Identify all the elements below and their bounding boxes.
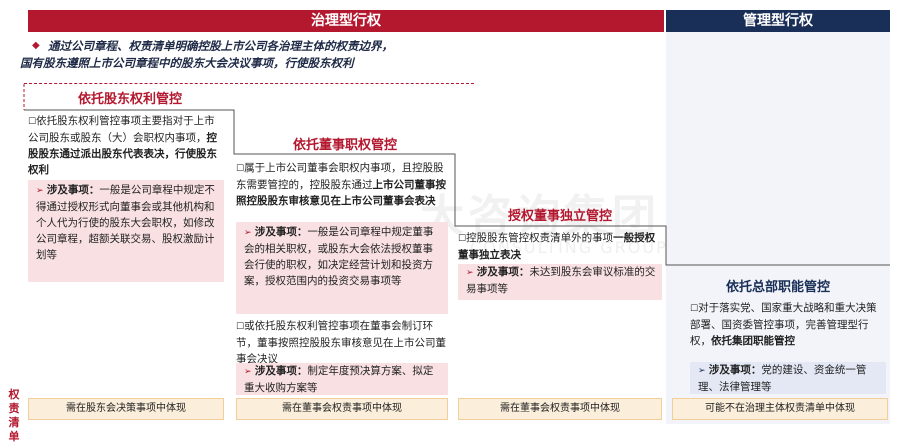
col4-items-text: 党的建设、资金统一管理、法律管理等 bbox=[698, 364, 867, 393]
col3-description: ☐控股股东管控权责清单外的事项一般授权董事独立表决 bbox=[458, 230, 662, 263]
checkbox-icon: ☐ bbox=[236, 322, 245, 332]
col2-items-1: ➢ 涉及事项：一般是公司章程中规定董事会的相关职权，或股东大会依法授权董事会行使… bbox=[236, 222, 448, 314]
col2-description-2-text: 或依托股东权利管控事项在董事会制订环节，董事按照控股股东审核意见在上市公司董事会… bbox=[236, 320, 446, 365]
col3-description-bold: 一般授权董事独立表决 bbox=[458, 232, 656, 261]
col2-items-2-text: 制定年度预决算方案、拟定重大收购方案等 bbox=[244, 365, 434, 394]
intro-underline bbox=[24, 74, 474, 84]
col3-footer: 需在董事会权责事项中体现 bbox=[458, 398, 662, 420]
col1-description-bold: 控股股东通过派出股东代表表决，行使股东权利 bbox=[28, 132, 217, 176]
col4-items-label: 涉及事项： bbox=[708, 364, 762, 376]
side-label: 权责清单 bbox=[8, 388, 20, 443]
arrow-icon: ➢ bbox=[36, 186, 44, 196]
diamond-icon: ◆ bbox=[32, 40, 40, 51]
col4-description: ☐对于落实党、国家重大战略和重大决策部署、国资委管控事项，完善管理型行权，依托集… bbox=[690, 300, 886, 349]
col3-title: 授权董事独立管控 bbox=[507, 209, 612, 224]
col2-title: 依托董事职权管控 bbox=[292, 138, 397, 153]
checkbox-icon: ☐ bbox=[236, 164, 245, 174]
arrow-icon: ➢ bbox=[244, 228, 252, 238]
col2-items-1-label: 涉及事项： bbox=[254, 226, 308, 238]
checkbox-icon: ☐ bbox=[690, 304, 699, 314]
intro-line-2: 国有股东遵照上市公司章程中的股东大会决议事项，行使股东权利 bbox=[20, 56, 354, 70]
col4-description-bold: 依托集团职能管控 bbox=[711, 335, 795, 347]
intro-text: 通过公司章程、权责清单明确控股上市公司各治理主体的权责边界， 国有股东遵照上市公… bbox=[20, 38, 468, 72]
col2-items-2: ➢ 涉及事项：制定年度预决算方案、拟定重大收购方案等 bbox=[236, 363, 448, 395]
governance-header: 治理型行权 bbox=[28, 10, 664, 32]
col1-description: ☐依托股东权利管控事项主要指对于上市公司股东或股东（大）会职权内事项，控股股东通… bbox=[28, 113, 224, 178]
checkbox-icon: ☐ bbox=[458, 234, 467, 244]
col1-description-text: 依托股东权利管控事项主要指对于上市公司股东或股东（大）会职权内事项， bbox=[28, 115, 215, 144]
watermark-english: CONSULTING GROUP bbox=[470, 238, 668, 257]
arrow-icon: ➢ bbox=[698, 366, 706, 376]
col2-items-1-text: 一般是公司章程中规定董事会的相关职权，或股东大会依法授权董事会行使的职权，如决定… bbox=[244, 226, 434, 287]
col2-description-1-bold: 上市公司董事按照控股股东审核意见在上市公司董事会表决 bbox=[236, 179, 446, 207]
watermark: 大咨询集团 bbox=[420, 191, 660, 242]
col3-items: ➢ 涉及事项：未达到股东会审议标准的交易事项等 bbox=[458, 264, 662, 300]
col2-items-2-label: 涉及事项： bbox=[254, 365, 308, 377]
col1-footer: 需在股东会决策事项中体现 bbox=[28, 398, 224, 420]
col4-description-text: 对于落实党、国家重大战略和重大决策部署、国资委管控事项，完善管理型行权， bbox=[690, 302, 877, 347]
col4-footer: 可能不在治理主体权责清单中体现 bbox=[672, 398, 888, 420]
checkbox-icon: ☐ bbox=[28, 117, 37, 127]
col3-items-label: 涉及事项： bbox=[476, 266, 530, 278]
staircase-divider bbox=[23, 84, 890, 266]
col1-items: ➢ 涉及事项：一般是公司章程中规定不得通过授权形式向董事会或其他机构和个人代为行… bbox=[28, 180, 224, 282]
col4-items: ➢ 涉及事项：党的建设、资金统一管理、法律管理等 bbox=[690, 362, 886, 394]
col2-description-1-text: 属于上市公司董事会职权内事项，且控股股东需要管控的，控股股东通过 bbox=[236, 162, 444, 191]
col1-items-label: 涉及事项： bbox=[46, 184, 100, 196]
intro-line-1: 通过公司章程、权责清单明确控股上市公司各治理主体的权责边界， bbox=[48, 39, 393, 53]
arrow-icon: ➢ bbox=[244, 367, 252, 377]
management-header: 管理型行权 bbox=[666, 10, 890, 32]
col2-description-2: ☐或依托股东权利管控事项在董事会制订环节，董事按照控股股东审核意见在上市公司董事… bbox=[236, 318, 448, 367]
col4-title: 依托总部职能管控 bbox=[725, 280, 830, 295]
col1-items-text: 一般是公司章程中规定不得通过授权形式向董事会或其他机构和个人代为行使的股东大会职… bbox=[36, 184, 215, 261]
col3-items-text: 未达到股东会审议标准的交易事项等 bbox=[466, 266, 656, 295]
arrow-icon: ➢ bbox=[466, 268, 474, 278]
col2-footer: 需在董事会权责事项中体现 bbox=[236, 398, 448, 420]
col1-title: 依托股东权利管控 bbox=[77, 92, 182, 107]
col3-description-text: 控股股东管控权责清单外的事项 bbox=[466, 232, 614, 244]
col2-description-1: ☐属于上市公司董事会职权内事项，且控股股东需要管控的，控股股东通过上市公司董事按… bbox=[236, 160, 448, 209]
management-panel-background bbox=[666, 32, 890, 424]
